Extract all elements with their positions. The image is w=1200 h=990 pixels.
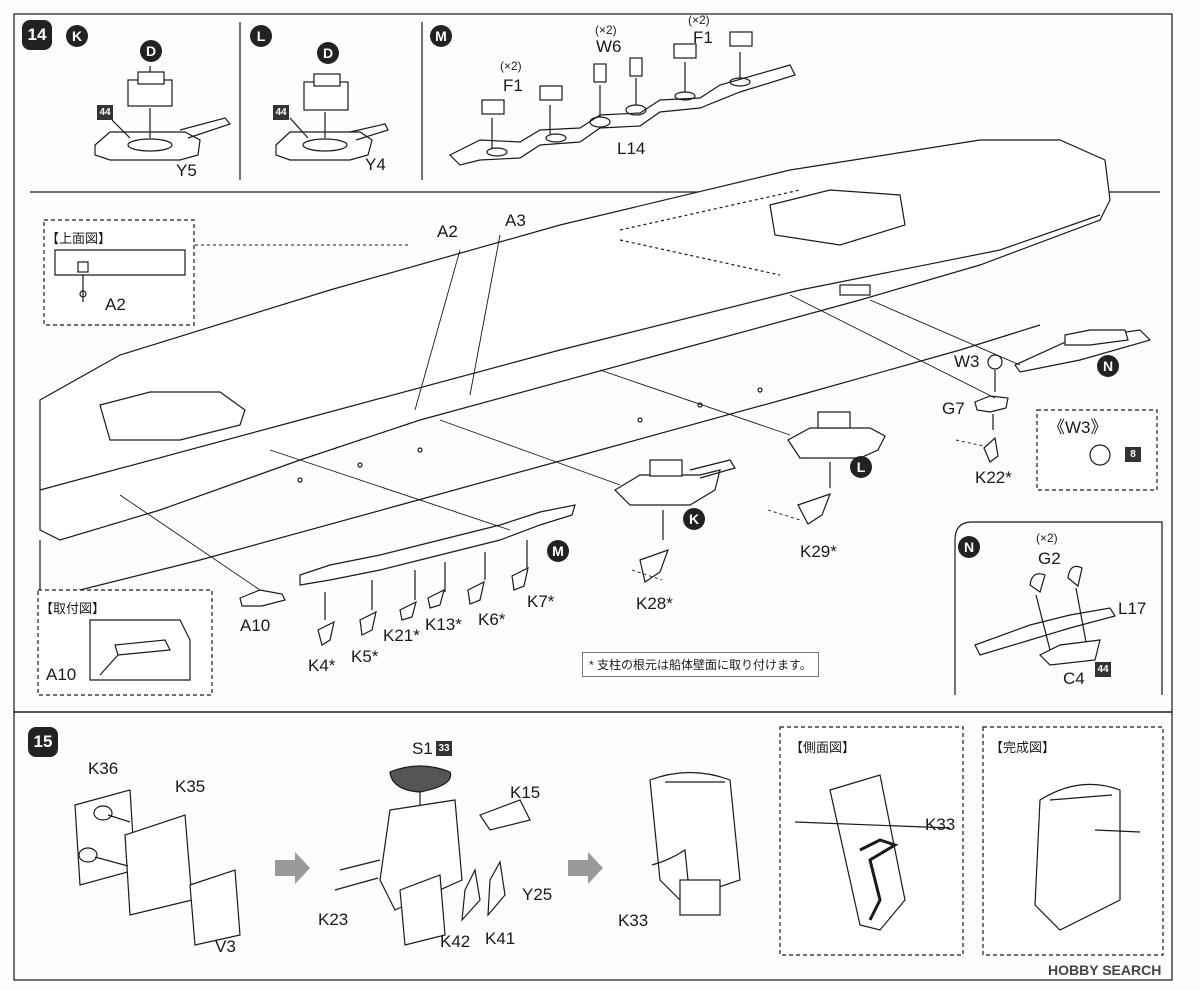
subassembly-m-marker-2: M [547,540,569,562]
a10-part [239,589,286,607]
part-label-k35: K35 [175,777,206,796]
part-label-a2-inset: A2 [105,295,126,314]
subassembly-n-marker-2: N [958,536,980,558]
sponson-n-assembly [1014,329,1152,373]
part-label-v3: V3 [215,937,236,956]
sponson-l-assembly [787,411,886,525]
color-badge-44: 44 [97,105,113,120]
part-label-s1: S1 [412,739,433,758]
multiplier-f1-right: (×2) [688,13,710,27]
m-assembly-detail [448,31,796,166]
part-label-k28: K28* [636,594,673,613]
top-view-drawing [54,249,186,302]
step15-assembly-1 [74,789,241,946]
complete-view-drawing [1034,783,1141,931]
part-label-y5: Y5 [176,161,197,180]
part-label-k21: K21* [383,626,420,645]
part-label-k23: K23 [318,910,349,929]
subassembly-l-marker-2: L [850,456,872,478]
color-badge-44-2: 44 [273,105,289,120]
part-label-f1-right: F1 [693,28,713,47]
part-label-y25: Y25 [522,885,553,904]
step15-assembly-2 [334,765,531,946]
hobby-search-watermark: HOBBY SEARCH [1048,962,1162,978]
caption-mount-view: 【取付図】 [40,601,106,616]
subassembly-d-marker: D [140,40,162,62]
part-label-k33: K33 [618,911,649,930]
color-badge-33: 33 [436,741,452,756]
carrier-hull [39,139,1111,601]
part-label-a10: A10 [240,616,271,635]
sponson-k-assembly [614,459,736,583]
multiplier-g2: (×2) [1036,531,1058,545]
multiplier-f1-left: (×2) [500,59,522,73]
multiplier-w6: (×2) [595,23,617,37]
part-label-k7: K7* [527,592,555,611]
n-assembly-drawing [974,565,1116,666]
caption-top-view: 【上面図】 [46,231,112,246]
caption-complete-view: 【完成図】 [990,740,1056,755]
part-label-a3: A3 [505,211,526,230]
flow-arrow-1 [275,852,310,884]
part-label-f1-left: F1 [503,76,523,95]
subassembly-k-marker: K [66,25,88,47]
part-label-k6: K6* [478,610,506,629]
subassembly-d-marker-2: D [317,42,339,64]
w3-g7-k22-assembly [974,354,1009,463]
caption-side-view: 【側面図】 [790,740,856,755]
part-label-g2: G2 [1038,549,1061,568]
part-label-k15: K15 [510,783,541,802]
part-label-a10-inset: A10 [46,665,77,684]
part-label-k4: K4* [308,656,336,675]
subassembly-l-marker: L [250,25,272,47]
gallery-m-rail [299,504,576,646]
part-label-w3-detail: 《W3》 [1048,418,1108,437]
step-number-15: 15 [28,727,58,757]
part-label-k36: K36 [88,759,119,778]
part-label-w6: W6 [596,37,622,56]
subassembly-k-marker-2: K [683,508,705,530]
part-label-a2: A2 [437,222,458,241]
part-label-k5: K5* [351,647,379,666]
color-badge-44-3: 44 [1095,662,1111,677]
part-label-w3: W3 [954,352,980,371]
part-label-k22: K22* [975,468,1012,487]
side-view-drawing [794,774,951,931]
part-label-c4: C4 [1063,669,1085,688]
step15-assembly-3 [649,771,741,916]
top-view-box [43,219,195,326]
subassembly-m-marker: M [430,25,452,47]
mount-view-drawing [89,619,191,681]
part-label-y4: Y4 [365,155,386,174]
leader-lines [119,234,1021,591]
color-badge-8: 8 [1125,447,1141,462]
part-label-g7: G7 [942,399,965,418]
subassembly-n-marker: N [1097,355,1119,377]
step-number-14: 14 [22,20,52,50]
n-assembly-box [954,521,1163,695]
part-label-k29: K29* [800,542,837,561]
w3-detail-part [1089,444,1111,466]
k-assembly-detail [94,66,232,161]
sheet-frame [13,13,1173,981]
part-label-k41: K41 [485,929,516,948]
part-label-l14: L14 [617,139,646,158]
flow-arrow-2 [568,852,603,884]
part-label-k13: K13* [425,615,462,634]
part-label-l17: L17 [1118,599,1147,618]
mounting-note: * 支柱の根元は船体壁面に取り付けます。 [582,652,819,677]
l-assembly-detail [275,73,389,161]
part-label-k42: K42 [440,932,471,951]
part-label-k33-side: K33 [925,815,956,834]
